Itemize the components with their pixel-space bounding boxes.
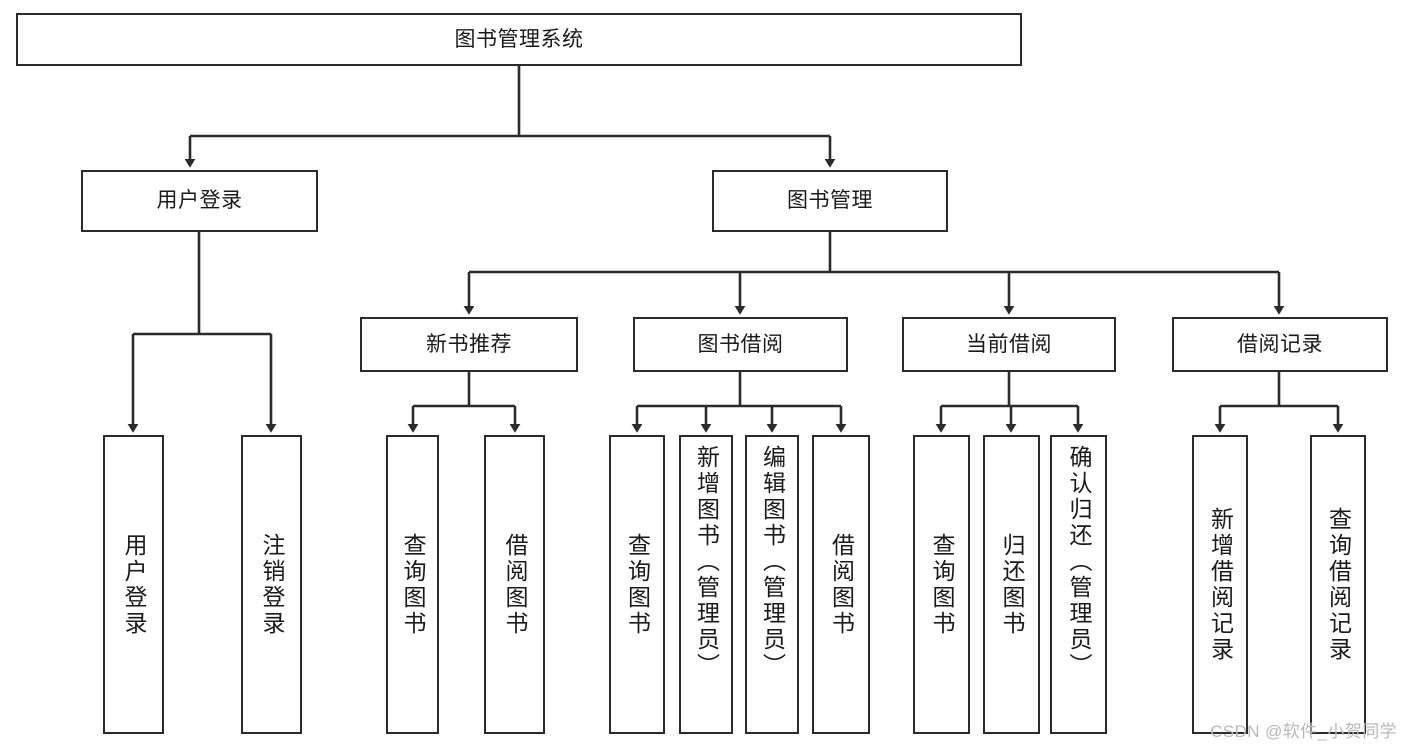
leaf-return-book-label: 归还图书	[999, 532, 1025, 637]
node-book-manage-label: 图书管理	[787, 189, 873, 213]
leaf-query-book-borrow-label: 查询图书	[624, 532, 651, 637]
node-current-borrow-label: 当前借阅	[966, 332, 1052, 356]
node-borrow-record[interactable]: 借阅记录	[1172, 317, 1388, 372]
leaf-borrow-book-label: 借阅图书	[828, 532, 855, 637]
leaf-query-book-current[interactable]: 查询图书	[913, 435, 970, 734]
leaf-add-book-admin[interactable]: 新增图书（管理员）	[679, 435, 733, 734]
leaf-confirm-return-admin[interactable]: 确认归还（管理员）	[1050, 435, 1107, 734]
leaf-return-book[interactable]: 归还图书	[983, 435, 1040, 734]
node-new-book-recommend-label: 新书推荐	[426, 332, 512, 356]
leaf-user-logout[interactable]: 注销登录	[241, 435, 302, 734]
leaf-user-logout-label: 注销登录	[259, 532, 285, 637]
node-root[interactable]: 图书管理系统	[16, 13, 1022, 66]
node-user-login[interactable]: 用户登录	[81, 170, 318, 232]
leaf-query-borrow-record-label: 查询借阅记录	[1325, 506, 1352, 663]
leaf-add-book-admin-label: 新增图书（管理员）	[693, 445, 720, 679]
leaf-add-borrow-record[interactable]: 新增借阅记录	[1192, 435, 1248, 734]
leaf-edit-book-admin-label: 编辑图书（管理员）	[759, 445, 786, 679]
node-root-label: 图书管理系统	[454, 27, 584, 51]
node-borrow-record-label: 借阅记录	[1237, 332, 1323, 356]
leaf-borrow-book-recommend[interactable]: 借阅图书	[484, 435, 545, 734]
leaf-query-borrow-record[interactable]: 查询借阅记录	[1310, 435, 1366, 734]
node-book-borrow[interactable]: 图书借阅	[633, 317, 848, 372]
node-new-book-recommend[interactable]: 新书推荐	[360, 317, 578, 372]
leaf-user-login-label: 用户登录	[121, 532, 147, 637]
leaf-query-book-borrow[interactable]: 查询图书	[609, 435, 665, 734]
leaf-confirm-return-admin-label: 确认归还（管理员）	[1066, 445, 1092, 679]
leaf-query-book-recommend[interactable]: 查询图书	[386, 435, 439, 734]
leaf-add-borrow-record-label: 新增借阅记录	[1207, 506, 1234, 663]
leaf-query-book-recommend-label: 查询图书	[400, 532, 426, 637]
node-book-borrow-label: 图书借阅	[697, 332, 784, 356]
csdn-watermark: CSDN @软件_小贺同学	[1210, 722, 1397, 741]
leaf-user-login[interactable]: 用户登录	[103, 435, 164, 734]
node-book-manage[interactable]: 图书管理	[712, 170, 948, 232]
leaf-borrow-book[interactable]: 借阅图书	[812, 435, 870, 734]
leaf-borrow-book-recommend-label: 借阅图书	[502, 532, 528, 637]
node-user-login-label: 用户登录	[156, 189, 243, 213]
leaf-query-book-current-label: 查询图书	[929, 532, 955, 637]
node-current-borrow[interactable]: 当前借阅	[902, 317, 1116, 372]
leaf-edit-book-admin[interactable]: 编辑图书（管理员）	[745, 435, 799, 734]
